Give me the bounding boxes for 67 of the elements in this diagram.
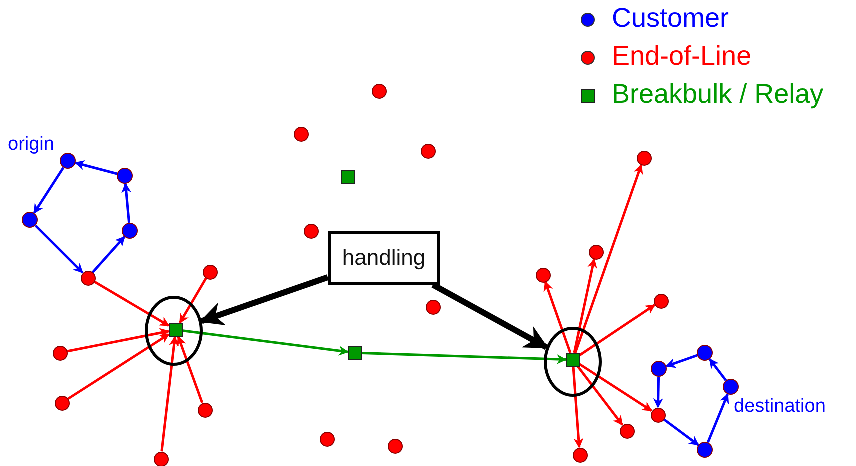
arrow [579,304,656,356]
location-dot [536,268,550,282]
arrow [200,274,329,326]
arrow [34,224,84,274]
location-dot [588,244,604,260]
place-label: origin [8,134,54,156]
arrow [176,336,204,404]
arrow [122,183,132,224]
relay-square [168,322,182,336]
location-dot [572,448,588,462]
place-label: destination [734,396,826,418]
location-dot [304,224,318,238]
relay-square [566,352,580,366]
location-dot [154,452,168,466]
arrow [160,336,180,452]
location-dot [420,144,436,158]
location-dot [60,153,76,169]
location-dot [54,396,70,410]
arrow [362,352,567,364]
location-dot [294,126,308,142]
arrow [179,278,208,324]
location-dot [651,361,667,377]
arrow [663,418,700,446]
location-dot [372,84,386,98]
location-dot [52,346,68,360]
arrow [572,366,584,448]
arrow [94,280,170,327]
arrow [577,366,624,426]
arrow [708,358,728,382]
location-dot [320,432,334,446]
location-dot [620,424,634,438]
arrow [33,167,65,214]
relay-square [341,170,355,184]
location-dot [636,150,652,166]
arrow [666,354,698,368]
location-dot [202,264,218,280]
location-dot [198,402,212,418]
arrow [653,376,664,408]
location-dot [117,168,133,184]
arrow [579,363,653,412]
location-dot [426,300,440,314]
legend-label: End-of-Line [612,41,752,72]
arrow [182,330,349,356]
arrow [544,281,572,354]
legend-label: Breakbulk / Relay [612,79,824,110]
arrow [67,328,170,353]
location-dot [654,294,668,308]
relay-square [348,346,362,360]
arrow [68,333,170,400]
arrow [706,393,730,444]
location-dot [697,345,713,361]
location-dot [80,270,96,286]
location-dot [122,223,138,239]
arrow [574,164,644,354]
arrow [74,160,118,176]
hub-ellipse [544,327,602,397]
location-dot [650,408,666,422]
hub-ellipse [145,296,203,366]
arrow [573,258,598,354]
location-dot [388,438,402,454]
legend-label: Customer [612,3,730,34]
callout-box: handling [328,231,440,285]
location-dot [22,212,38,228]
arrow [92,236,126,274]
location-dot [723,379,739,395]
arrow [432,282,549,350]
location-dot [697,442,713,458]
